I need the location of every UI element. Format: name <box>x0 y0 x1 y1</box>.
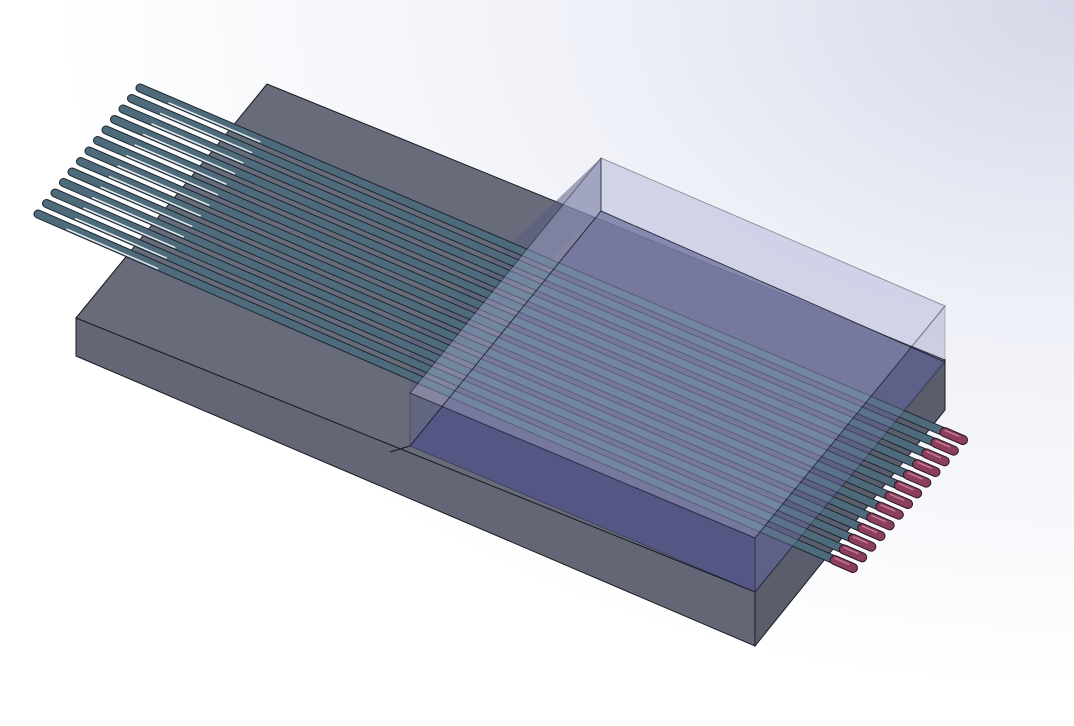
rod-tip-highlight <box>871 514 887 523</box>
rod-tip <box>940 428 967 444</box>
rod-tip <box>894 481 922 498</box>
rod-body <box>51 189 857 543</box>
rod-highlight <box>151 123 244 164</box>
rod-tip-highlight <box>880 504 896 512</box>
rod[interactable] <box>101 125 932 488</box>
rod[interactable] <box>59 178 886 541</box>
rod-highlight <box>117 165 210 207</box>
rod-tip <box>858 524 885 540</box>
rod-body <box>77 158 884 511</box>
rod[interactable] <box>118 104 950 467</box>
rod-tip <box>867 513 894 530</box>
rod-array[interactable] <box>33 83 968 573</box>
rod-highlight <box>108 175 202 217</box>
cover-front-face <box>409 392 756 593</box>
rod-tip <box>903 470 931 487</box>
transparent-cover-block[interactable] <box>389 157 946 594</box>
cover-inner-edge <box>600 210 946 363</box>
rod-highlight <box>134 144 227 186</box>
rod-tip-highlight <box>935 440 951 448</box>
rod[interactable] <box>76 157 904 520</box>
rod-tip <box>839 545 867 562</box>
rod-highlight <box>125 154 219 196</box>
rod-highlight <box>142 133 236 175</box>
rod-tip <box>830 556 857 572</box>
rod-body <box>85 147 894 500</box>
rod[interactable] <box>93 136 923 499</box>
rod-body <box>43 200 848 553</box>
rod[interactable] <box>84 146 913 509</box>
rod-body <box>111 116 921 468</box>
rod-highlight <box>168 102 261 143</box>
rod-body <box>119 105 930 457</box>
rod-tip-highlight <box>861 525 878 534</box>
cover-top-face <box>409 157 946 539</box>
rod-body <box>128 95 939 447</box>
rod-tip-highlight <box>916 461 933 470</box>
rod-tip <box>922 449 949 466</box>
cover-inner-edge <box>409 210 602 447</box>
rod-tip-highlight <box>925 450 942 459</box>
rod[interactable] <box>50 188 877 552</box>
rod-body <box>34 210 839 564</box>
rod[interactable] <box>67 167 895 531</box>
rod-tip <box>848 534 876 551</box>
base-cover-notch-edge <box>389 445 411 453</box>
rod-tip-highlight <box>834 557 850 566</box>
rod-tip <box>931 438 958 455</box>
rod[interactable] <box>33 209 858 573</box>
rod-body <box>94 137 903 489</box>
rod[interactable] <box>127 94 959 456</box>
rod[interactable] <box>135 83 968 445</box>
rod-highlight <box>74 217 168 259</box>
rod-body <box>102 126 912 479</box>
rod-body <box>60 179 866 532</box>
rod-tip-highlight <box>852 536 868 544</box>
rod-tip-highlight <box>898 482 914 491</box>
rod-tip-highlight <box>889 493 905 502</box>
rod-tip-highlight <box>843 546 859 555</box>
rod[interactable] <box>110 115 941 477</box>
rod[interactable] <box>42 199 868 563</box>
rod-tip <box>885 492 912 508</box>
rod-highlight <box>159 112 253 154</box>
rod-highlight <box>66 228 159 270</box>
rod-highlight <box>91 196 185 238</box>
rod-tip <box>913 460 940 476</box>
rod-tip-highlight <box>944 429 960 438</box>
rod-body <box>136 84 949 436</box>
rod-body <box>68 168 875 521</box>
rod-tip-highlight <box>907 472 923 480</box>
rod-highlight <box>83 207 176 249</box>
rod-tip <box>876 502 903 519</box>
rod-highlight <box>100 186 193 228</box>
